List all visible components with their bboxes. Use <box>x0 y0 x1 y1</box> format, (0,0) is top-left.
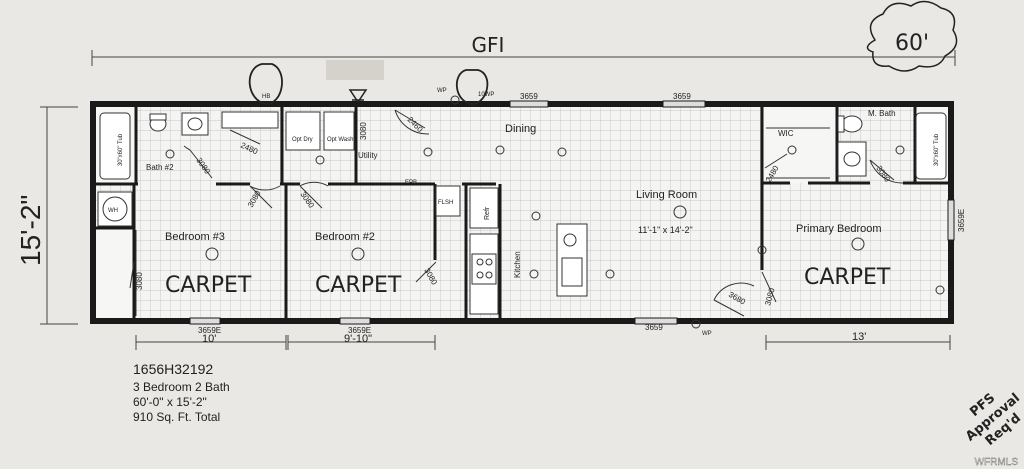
tape-mark <box>326 60 384 80</box>
watermark: WFRMLS <box>975 457 1019 468</box>
range <box>471 253 497 285</box>
interior-walls <box>96 107 948 318</box>
windows <box>189 100 955 325</box>
window-tag-bottom-mid: 3659 <box>645 323 663 332</box>
flsh-label: FLSH <box>438 200 453 206</box>
bath2-label: Bath #2 <box>146 163 174 172</box>
total-length-label: 60' <box>895 31 929 56</box>
epb-label: EPB <box>405 180 417 186</box>
toilet-mbath <box>841 115 863 133</box>
bedroom3-carpet-note: CARPET <box>165 273 252 298</box>
window-tag-right-side: 3659E <box>957 209 966 232</box>
hose-bib-circle <box>248 63 283 105</box>
dryer <box>285 111 321 151</box>
tub-bath2-label: 30"x60" Tub <box>118 133 124 166</box>
model-number: 1656H32192 <box>133 361 213 377</box>
primary-bedroom-label: Primary Bedroom <box>796 223 882 235</box>
kitchen-sink <box>561 257 583 287</box>
dining-label: Dining <box>505 123 536 135</box>
hb-label: HB <box>262 94 270 100</box>
living-room-label: Living Room <box>636 189 697 201</box>
door-tag-3080-ext: 3080 <box>359 122 368 140</box>
bedroom2-carpet-note: CARPET <box>315 273 402 298</box>
door-swings <box>129 109 904 317</box>
side-dimension-label: 15'-2" <box>15 195 46 266</box>
washer <box>323 111 355 151</box>
bedroom2-light <box>351 247 365 261</box>
linen-closet <box>435 185 461 217</box>
living-room-dims: 11'-1" x 14'-2" <box>638 225 693 235</box>
dim-bedroom2: 9'-10" <box>344 333 372 345</box>
receptacle-circle <box>456 69 489 105</box>
bedroom3-label: Bedroom #3 <box>165 231 225 243</box>
bedroom3-light <box>205 247 219 261</box>
window-tag-top-right: 3659 <box>673 92 691 101</box>
window-tag-bottom-left2: 3659E <box>348 326 371 335</box>
water-heater-label: WH <box>108 208 118 214</box>
door-tag-3080-closet3: 3080 <box>135 272 144 290</box>
bedroom2-label: Bedroom #2 <box>315 231 375 243</box>
primary-carpet-note: CARPET <box>804 265 891 290</box>
wp-bottom-label: WP <box>702 331 712 337</box>
beds-baths: 3 Bedroom 2 Bath <box>133 380 230 394</box>
bottom-dimensions <box>135 335 951 350</box>
tenwp-label: 10WP <box>478 92 494 98</box>
overall-size: 60'-0" x 15'-2" <box>133 395 207 409</box>
total-length-cloud <box>866 0 958 72</box>
utility-shelf <box>221 111 279 129</box>
primary-light <box>851 237 865 251</box>
total-area: 910 Sq. Ft. Total <box>133 410 220 424</box>
tub-bath2 <box>99 112 131 180</box>
gfi-label: GFI <box>472 33 505 57</box>
exterior-light-mark <box>348 89 368 104</box>
opt-wash-label: Opt Wash <box>327 137 353 143</box>
refrigerator <box>469 187 499 229</box>
tub-mbath <box>915 112 947 180</box>
window-tag-top-mid: 3659 <box>520 92 538 101</box>
electrical-symbols <box>165 95 945 329</box>
living-light <box>673 205 687 219</box>
kitchen-label: Kitchen <box>513 251 522 278</box>
window-tag-bottom-left1: 3659E <box>198 326 221 335</box>
tub-mbath-label: 30"x60" Tub <box>934 133 940 166</box>
pfs-approval-stamp: PFS Approval Req'd <box>963 391 1024 449</box>
dim-primary: 13' <box>852 331 866 343</box>
opt-dry-label: Opt Dry <box>292 137 313 143</box>
dim-bedroom3: 10' <box>202 333 216 345</box>
mbath-label: M. Bath <box>868 109 896 118</box>
wic-label: WIC <box>778 129 794 138</box>
utility-label: Utility <box>358 151 378 160</box>
sink-bath2 <box>181 112 209 136</box>
sink-mbath <box>837 141 867 177</box>
wp-top-label: WP <box>437 88 447 94</box>
refr-label: Refr <box>484 206 491 220</box>
